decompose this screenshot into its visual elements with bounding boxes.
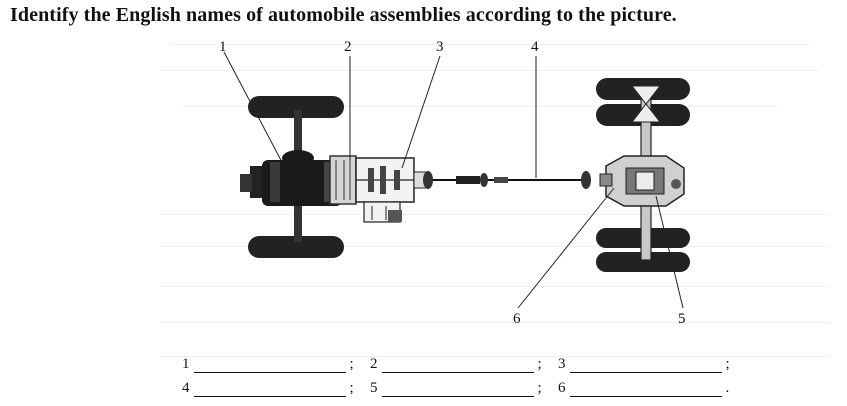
blank-line[interactable] [193,358,346,373]
blank-number: 3 [558,356,566,372]
answer-blank-3[interactable]: 3; [558,356,730,373]
callout-6: 6 [513,311,521,327]
leader-lines [223,51,684,309]
blank-separator: ; [349,380,354,396]
blank-number: 5 [370,380,378,396]
blank-number: 4 [182,380,190,396]
callout-2: 2 [344,39,352,55]
gearbox-assembly [355,157,429,223]
callout-3: 3 [436,39,444,55]
answer-blank-5[interactable]: 5; [370,380,542,397]
drive-shaft [423,171,591,189]
blank-line[interactable] [193,382,346,397]
rear-wheels [596,78,690,272]
answer-blank-4[interactable]: 4; [182,380,354,397]
blank-separator: ; [725,356,730,372]
blank-line[interactable] [381,382,534,397]
clutch-assembly [329,155,357,205]
differential-housing [599,155,685,207]
callout-5: 5 [678,311,686,327]
answer-blank-1[interactable]: 1; [182,356,354,373]
blank-line[interactable] [569,358,722,373]
blank-separator: ; [537,356,542,372]
blank-separator: . [725,380,730,396]
answer-blank-6[interactable]: 6. [558,380,729,397]
callout-4: 4 [531,39,539,55]
engine-assembly [240,150,342,206]
blank-separator: ; [537,380,542,396]
blank-line[interactable] [569,382,722,397]
blank-number: 2 [370,356,378,372]
question-title: Identify the English names of automobile… [10,4,677,26]
callout-1: 1 [219,39,227,55]
blank-number: 1 [182,356,190,372]
answer-blank-2[interactable]: 2; [370,356,542,373]
background-texture [160,36,840,406]
blank-separator: ; [349,356,354,372]
blank-number: 6 [558,380,566,396]
blank-line[interactable] [381,358,534,373]
